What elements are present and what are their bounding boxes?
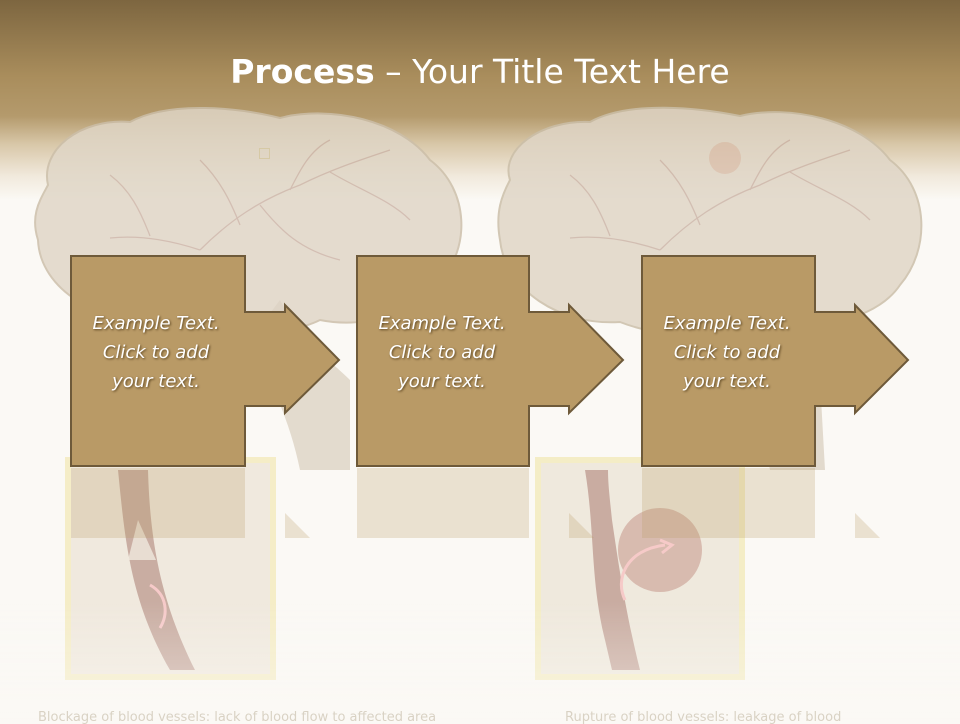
caption-left: Blockage of blood vessels: lack of blood…: [38, 710, 437, 724]
step-1-arrow-shape: [70, 255, 341, 467]
step-1-reflection: [70, 468, 360, 538]
step-3-line-2: Click to add: [673, 342, 781, 363]
bottom-fade: [0, 600, 960, 720]
process-step-2[interactable]: Example Text. Click to add your text.: [356, 255, 646, 470]
content-placeholder-icon[interactable]: [259, 148, 270, 159]
step-2-text[interactable]: Example Text. Click to add your text.: [356, 309, 528, 396]
step-1-line-2: Click to add: [102, 342, 210, 363]
step-1-text[interactable]: Example Text. Click to add your text.: [70, 309, 242, 396]
process-step-3[interactable]: Example Text. Click to add your text.: [641, 255, 931, 470]
step-3-line-1: Example Text.: [663, 313, 791, 334]
caption-right: Rupture of blood vessels: leakage of blo…: [565, 710, 842, 724]
step-2-arrow-shape: [356, 255, 625, 467]
step-3-text[interactable]: Example Text. Click to add your text.: [641, 309, 813, 396]
step-2-reflection: [356, 468, 646, 538]
page-title[interactable]: Process – Your Title Text Here: [0, 52, 960, 91]
step-3-line-3: your text.: [683, 371, 771, 392]
title-bold: Process: [230, 52, 375, 91]
step-2-line-3: your text.: [398, 371, 486, 392]
step-3-reflection: [641, 468, 931, 538]
step-1-line-1: Example Text.: [92, 313, 220, 334]
step-2-line-2: Click to add: [388, 342, 496, 363]
step-3-arrow-shape: [641, 255, 910, 467]
step-1-line-3: your text.: [112, 371, 200, 392]
step-2-line-1: Example Text.: [378, 313, 506, 334]
title-rest: – Your Title Text Here: [374, 52, 730, 91]
process-step-1[interactable]: Example Text. Click to add your text.: [70, 255, 360, 470]
